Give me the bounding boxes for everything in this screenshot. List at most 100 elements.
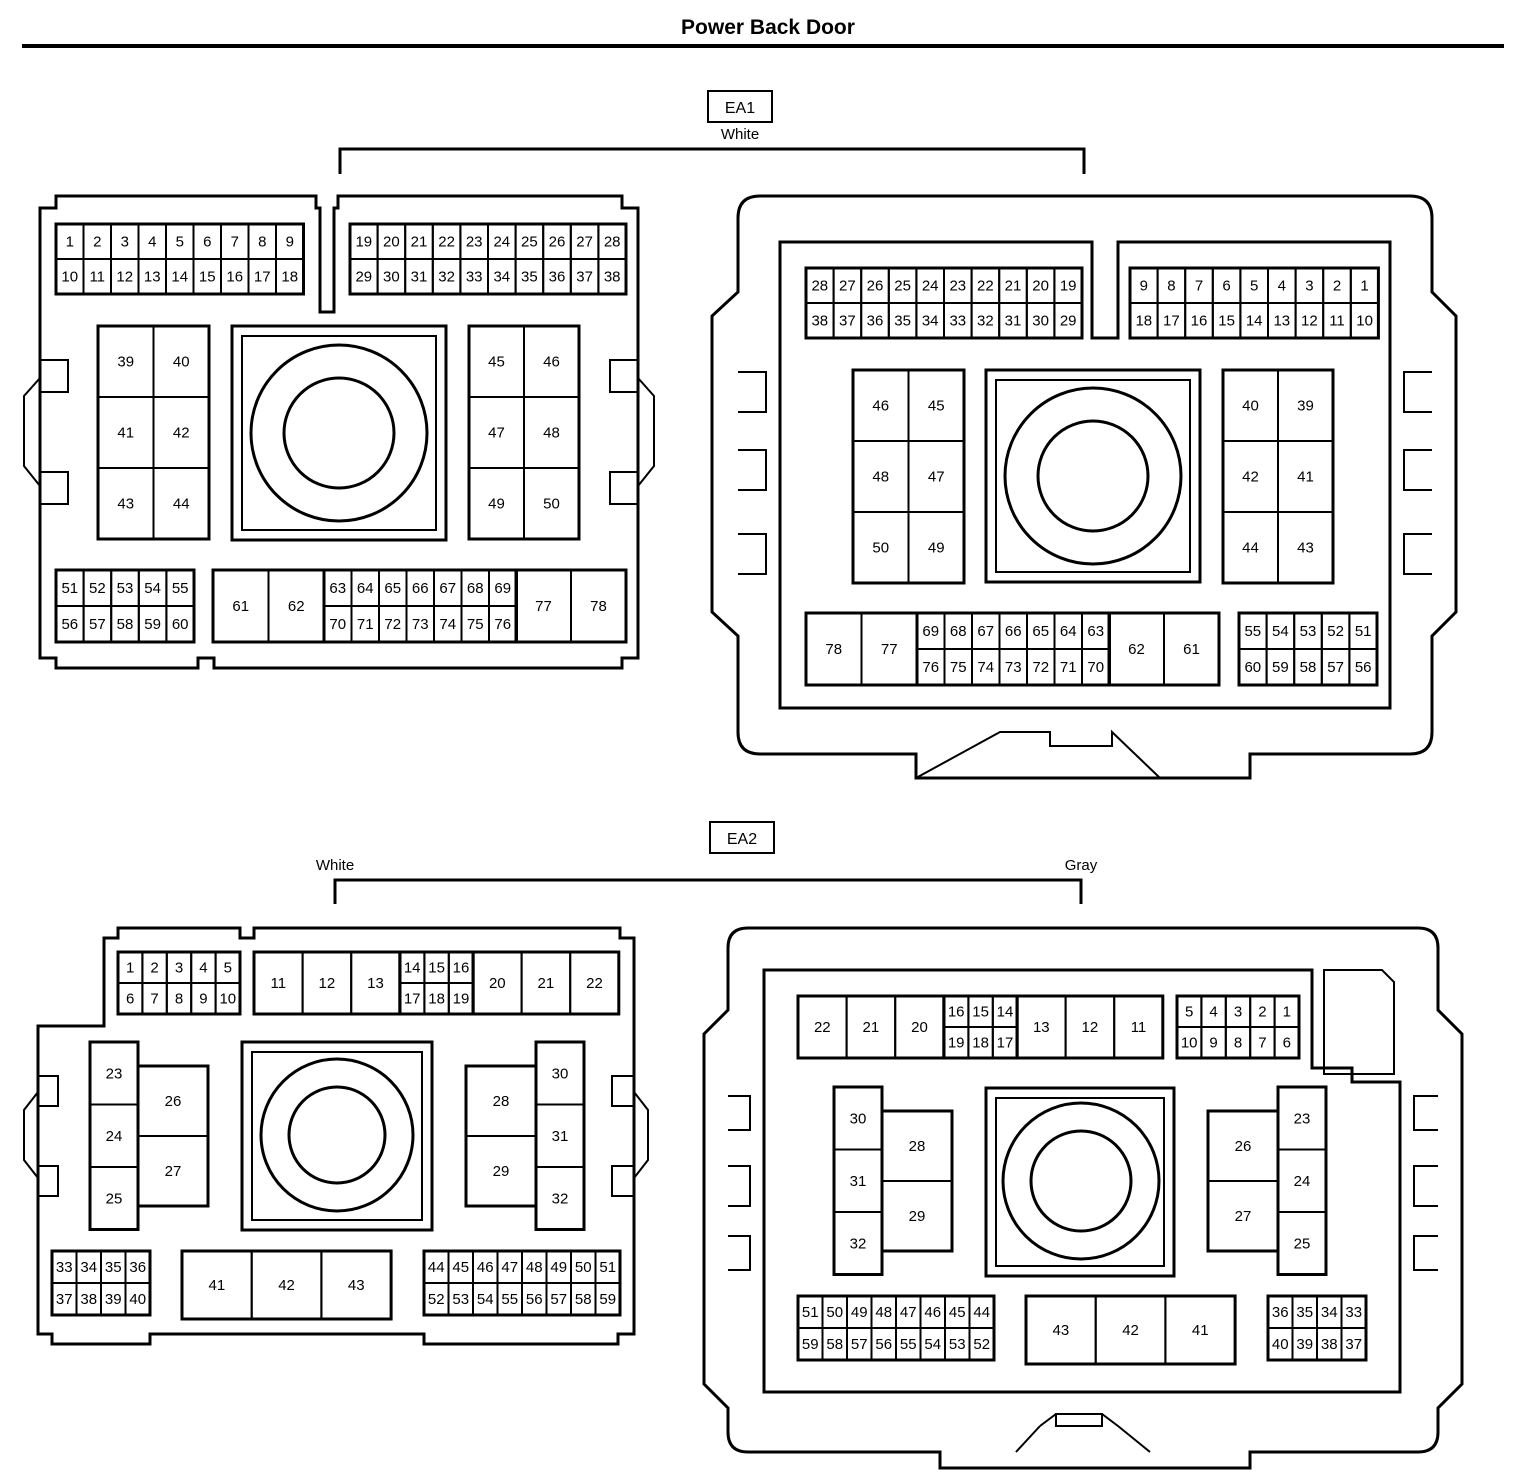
pin-label: 39 (1296, 1336, 1313, 1353)
pin-label: 54 (924, 1336, 941, 1353)
pin-label: 7 (1258, 1035, 1266, 1052)
pin-label: 31 (411, 269, 428, 286)
ea2-connector-id: EA2 (727, 831, 757, 848)
pin-label: 15 (428, 960, 445, 977)
pin-label: 58 (575, 1291, 592, 1308)
pin-label: 24 (922, 278, 939, 295)
pin-label: 60 (1244, 659, 1261, 676)
pin-label: 56 (875, 1336, 892, 1353)
pin-label: 14 (404, 960, 421, 977)
pin-label: 11 (1329, 313, 1345, 330)
pin-label: 35 (105, 1259, 122, 1276)
pin-label: 44 (428, 1259, 445, 1276)
pin-label: 27 (165, 1163, 182, 1180)
pin-label: 28 (493, 1093, 510, 1110)
pin-label: 23 (949, 278, 966, 295)
pin-label: 37 (839, 313, 856, 330)
pin-label: 75 (950, 659, 967, 676)
pin-label: 33 (949, 313, 966, 330)
pin-cell (1349, 302, 1380, 339)
pin-label: 28 (909, 1138, 926, 1155)
pin-label: 41 (1192, 1322, 1209, 1339)
pin-cell (523, 467, 580, 540)
pin-label: 5 (176, 234, 184, 251)
pin-label: 40 (1272, 1336, 1289, 1353)
pin-label: 68 (467, 580, 484, 597)
pin-label: 30 (1032, 313, 1049, 330)
pin-label: 28 (604, 234, 621, 251)
pin-label: 24 (106, 1128, 123, 1145)
ea1-female-housing (710, 194, 1458, 780)
pin-label: 59 (802, 1336, 819, 1353)
pin-label: 51 (1355, 623, 1372, 640)
ea2-label-group: EA2 White Gray (316, 821, 1098, 904)
pin-label: 36 (549, 269, 566, 286)
ea1-color-label: White (721, 126, 759, 143)
pin-label: 29 (355, 269, 372, 286)
ea2-female-housing (702, 926, 1464, 1470)
pin-label: 18 (1135, 313, 1152, 330)
pin-label: 27 (576, 234, 593, 251)
pin-label: 71 (357, 616, 374, 633)
pin-cell (1273, 1026, 1300, 1059)
ea1-bracket (338, 147, 1086, 174)
pin-label: 6 (1222, 278, 1230, 295)
pin-label: 46 (477, 1259, 494, 1276)
pin-label: 16 (226, 269, 243, 286)
pin-label: 31 (1005, 313, 1022, 330)
pin-label: 40 (129, 1291, 146, 1308)
pin-cell (1340, 1327, 1367, 1361)
pin-cell (881, 1180, 953, 1252)
pin-label: 40 (1242, 398, 1259, 415)
pin-label: 6 (203, 234, 211, 251)
pin-label: 25 (521, 234, 538, 251)
pin-label: 12 (1301, 313, 1318, 330)
pin-label: 49 (928, 540, 945, 557)
pin-label: 63 (1087, 623, 1104, 640)
pin-label: 75 (467, 616, 484, 633)
pin-label: 61 (232, 598, 249, 615)
pin-cell (214, 982, 242, 1015)
pin-label: 43 (348, 1277, 365, 1294)
pin-label: 44 (973, 1304, 990, 1321)
pin-label: 18 (281, 269, 298, 286)
pin-label: 78 (825, 641, 842, 658)
pin-label: 18 (428, 991, 445, 1008)
pin-label: 29 (1060, 313, 1077, 330)
pin-label: 20 (489, 975, 506, 992)
pin-label: 57 (550, 1291, 567, 1308)
pin-label: 24 (1294, 1173, 1311, 1190)
pin-label: 38 (80, 1291, 97, 1308)
pin-label: 66 (412, 580, 429, 597)
pin-label: 22 (438, 234, 455, 251)
pin-label: 5 (1185, 1004, 1193, 1021)
pin-label: 47 (928, 469, 945, 486)
pin-cell (907, 511, 965, 584)
pin-label: 42 (278, 1277, 295, 1294)
pin-label: 33 (466, 269, 483, 286)
pin-label: 48 (875, 1304, 892, 1321)
pin-label: 65 (384, 580, 401, 597)
pin-label: 17 (1163, 313, 1180, 330)
pin-label: 53 (452, 1291, 469, 1308)
pin-cell (1277, 511, 1334, 584)
pin-label: 43 (1053, 1322, 1070, 1339)
pin-label: 54 (144, 580, 161, 597)
pin-label: 58 (826, 1336, 843, 1353)
pin-label: 41 (209, 1277, 226, 1294)
pin-label: 19 (453, 991, 470, 1008)
pin-label: 57 (89, 616, 106, 633)
pin-label: 56 (1355, 659, 1372, 676)
pin-label: 47 (900, 1304, 917, 1321)
pin-label: 36 (867, 313, 884, 330)
page-title: Power Back Door (681, 16, 855, 39)
pin-label: 49 (851, 1304, 868, 1321)
pin-label: 38 (811, 313, 828, 330)
pin-label: 70 (1087, 659, 1104, 676)
pin-label: 55 (172, 580, 189, 597)
pin-label: 35 (1296, 1304, 1313, 1321)
pin-label: 27 (1235, 1208, 1252, 1225)
pin-cell (968, 1327, 995, 1361)
